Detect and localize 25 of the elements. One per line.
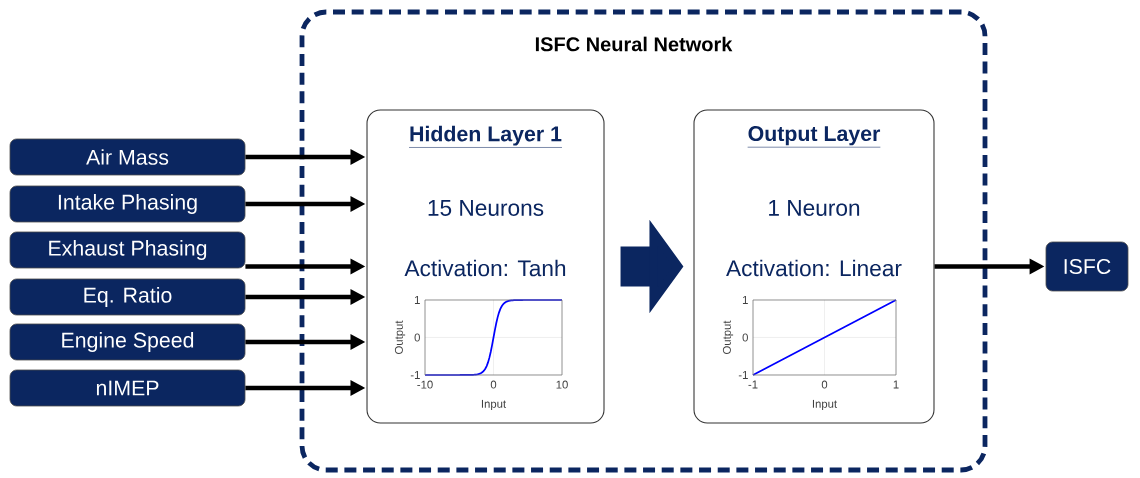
label: 0: [821, 380, 828, 389]
feature-box: Exhaust Phasing: [9, 231, 246, 269]
label: 1: [414, 296, 420, 304]
label: Input: [481, 399, 507, 411]
label: Output: [722, 320, 734, 354]
label: 10: [556, 380, 568, 389]
label: 1: [742, 296, 748, 304]
label: -10: [417, 380, 433, 389]
label: 0: [490, 380, 497, 389]
activation-plot-drawing: 1 0 -1 Output -1 0 1 Input: [722, 296, 899, 411]
feature-box: Air Mass: [9, 138, 246, 176]
activation-plot-drawing: 1 0 -1 Output -10 0 10 Input: [394, 296, 568, 411]
label: 0: [414, 333, 420, 342]
label: Input: [812, 399, 838, 411]
label: 0: [742, 333, 748, 342]
feature-box: nIMEP: [9, 369, 246, 407]
feature-box: Engine Speed: [9, 323, 246, 361]
label: -1: [410, 371, 420, 379]
label: Output: [394, 320, 406, 354]
label: -1: [748, 380, 758, 389]
label: 1: [893, 380, 899, 389]
feature-box: Intake Phasing: [9, 185, 246, 223]
feature-box: Eq. Ratio: [9, 278, 246, 316]
feature-box: ISFC: [1045, 241, 1129, 292]
label: -1: [738, 371, 748, 379]
